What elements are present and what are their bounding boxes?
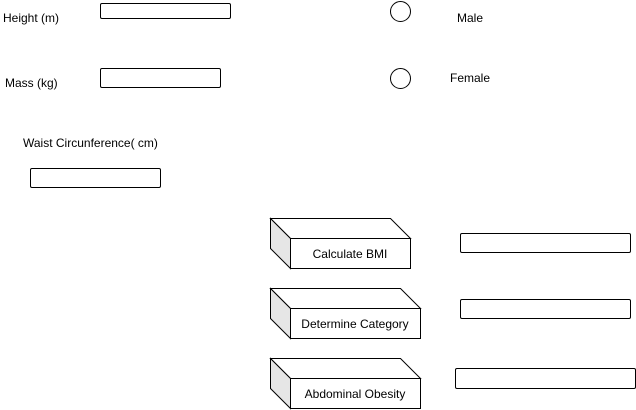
mass-input[interactable] [100, 68, 221, 88]
mass-label: Mass (kg) [5, 76, 58, 90]
category-result-field[interactable] [460, 299, 631, 319]
calculate-bmi-label: Calculate BMI [312, 247, 388, 261]
height-input[interactable] [100, 3, 231, 19]
determine-category-label: Determine Category [301, 317, 409, 331]
bmi-result-field[interactable] [460, 233, 631, 253]
male-radio[interactable] [390, 1, 411, 22]
abdominal-obesity-label: Abdominal Obesity [304, 387, 406, 401]
female-radio[interactable] [390, 68, 411, 89]
abdominal-obesity-box-shape [269, 357, 422, 410]
waist-label: Waist Circunference( cm) [23, 136, 158, 150]
abdominal-obesity-button[interactable]: Abdominal Obesity [269, 357, 422, 410]
calculate-bmi-box-shape [269, 217, 412, 270]
obesity-result-field[interactable] [455, 368, 636, 389]
female-label: Female [450, 71, 491, 85]
waist-input[interactable] [30, 168, 161, 188]
male-label: Male [457, 11, 484, 25]
determine-category-button[interactable]: Determine Category [269, 287, 422, 340]
calculate-bmi-button[interactable]: Calculate BMI [269, 217, 422, 270]
determine-category-box-shape [269, 287, 422, 340]
height-label: Height (m) [3, 11, 60, 25]
